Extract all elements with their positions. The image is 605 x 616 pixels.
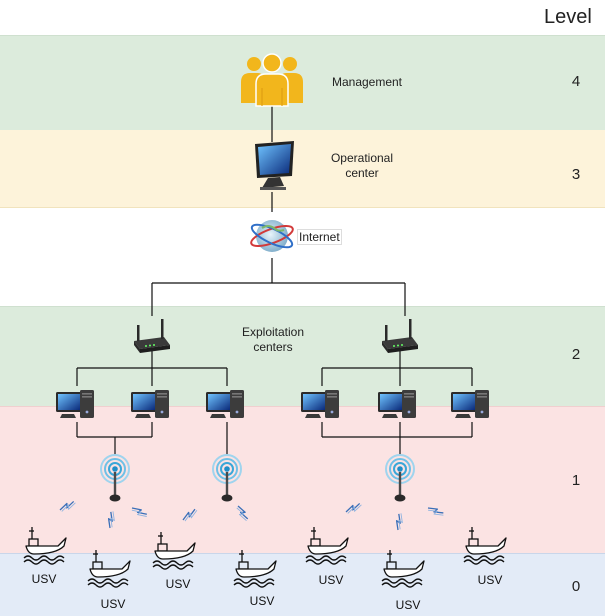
internet-label: Internet xyxy=(297,229,342,245)
level-0-band xyxy=(0,553,605,616)
lightning-signal-icon xyxy=(426,504,446,519)
level-1-number: 1 xyxy=(571,472,581,489)
level-0-number: 0 xyxy=(571,578,581,595)
operational-label-line1: Operational xyxy=(330,151,394,165)
usv-boat-icon xyxy=(87,549,131,588)
level-column-title: Level xyxy=(544,6,592,28)
level-2-band xyxy=(0,306,605,407)
antenna-tower-icon xyxy=(100,454,130,503)
monitor-icon xyxy=(255,141,294,190)
desktop-computer-icon xyxy=(378,390,416,418)
lightning-signal-icon xyxy=(180,507,200,524)
usv-boat-icon xyxy=(305,526,349,565)
usv-label: USV xyxy=(318,573,344,587)
desktop-computer-icon xyxy=(56,390,94,418)
management-label: Management xyxy=(331,75,403,89)
usv-boat-icon xyxy=(233,549,277,588)
lightning-signal-icon xyxy=(344,501,364,516)
usv-boat-icon xyxy=(463,526,507,565)
wireless-router-icon xyxy=(134,319,170,353)
exploitation-label-line2: centers xyxy=(253,340,293,354)
lightning-signal-icon xyxy=(129,504,149,520)
lightning-signal-icon xyxy=(58,499,78,514)
usv-label: USV xyxy=(477,573,503,587)
usv-label: USV xyxy=(31,572,57,586)
usv-boat-icon xyxy=(381,549,425,588)
operational-label-line2: center xyxy=(345,166,379,180)
desktop-computer-icon xyxy=(301,390,339,418)
lightning-signal-icon xyxy=(234,503,250,523)
usv-boat-icon xyxy=(152,531,196,570)
desktop-computer-icon xyxy=(451,390,489,418)
usv-label: USV xyxy=(100,597,126,611)
antenna-tower-icon xyxy=(212,454,242,503)
level-4-number: 4 xyxy=(571,73,581,90)
exploitation-label-line1: Exploitation xyxy=(241,325,305,339)
globe-network-icon xyxy=(250,220,294,252)
desktop-computer-icon xyxy=(131,390,169,418)
usv-label: USV xyxy=(249,594,275,608)
usv-boat-icon xyxy=(23,526,67,565)
level-2-number: 2 xyxy=(571,346,581,363)
antenna-tower-icon xyxy=(385,454,415,503)
connection-lines xyxy=(76,104,473,455)
lightning-signal-icon xyxy=(394,512,405,532)
lightning-signal-icon xyxy=(106,510,117,530)
desktop-computer-icon xyxy=(206,390,244,418)
wireless-router-icon xyxy=(382,319,418,353)
usv-label: USV xyxy=(165,577,191,591)
usv-label: USV xyxy=(395,598,421,612)
level-3-number: 3 xyxy=(571,166,581,183)
level-3-band xyxy=(0,130,605,208)
operational-center-label: Operational center xyxy=(322,151,402,181)
exploitation-centers-label: Exploitation centers xyxy=(228,325,318,355)
people-group-icon xyxy=(241,53,303,107)
